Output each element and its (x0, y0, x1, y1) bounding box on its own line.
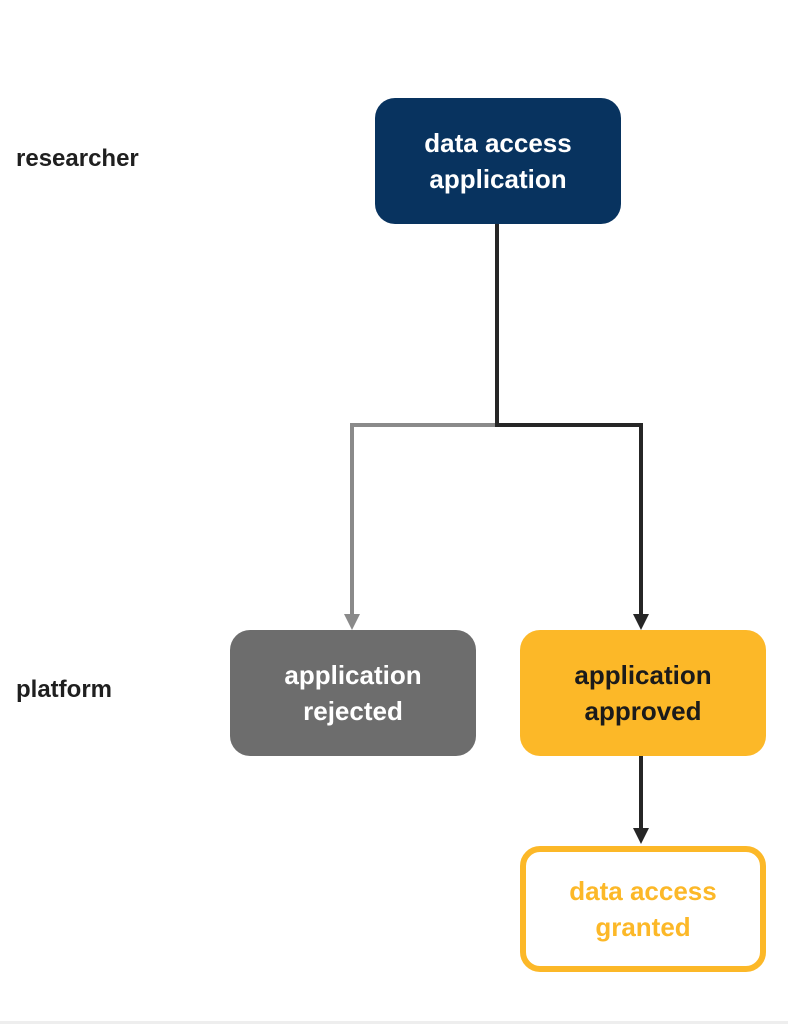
lane-label-platform: platform (16, 676, 112, 703)
node-text-line-2: approved (584, 696, 702, 726)
node-text-line-1: application (284, 660, 422, 690)
arrowhead-rejected (344, 614, 360, 630)
node-text-line-2: rejected (303, 696, 403, 726)
node-text-line-1: data access (424, 128, 572, 158)
node-data-access-application: data access application (375, 98, 621, 224)
node-text-line-2: granted (595, 912, 691, 942)
node-text-line-1: data access (569, 876, 717, 906)
connector-to-approved (495, 224, 643, 616)
lane-label-researcher: researcher (16, 145, 139, 172)
bottom-divider (0, 1021, 788, 1024)
node-data-access-granted: data access granted (520, 846, 766, 972)
node-application-approved: application approved (520, 630, 766, 756)
arrowhead-approved (633, 614, 649, 630)
node-application-rejected: application rejected (230, 630, 476, 756)
connector-to-rejected (350, 423, 497, 616)
arrowhead-granted (633, 828, 649, 844)
node-text-line-1: application (574, 660, 712, 690)
node-text-line-2: application (429, 164, 567, 194)
